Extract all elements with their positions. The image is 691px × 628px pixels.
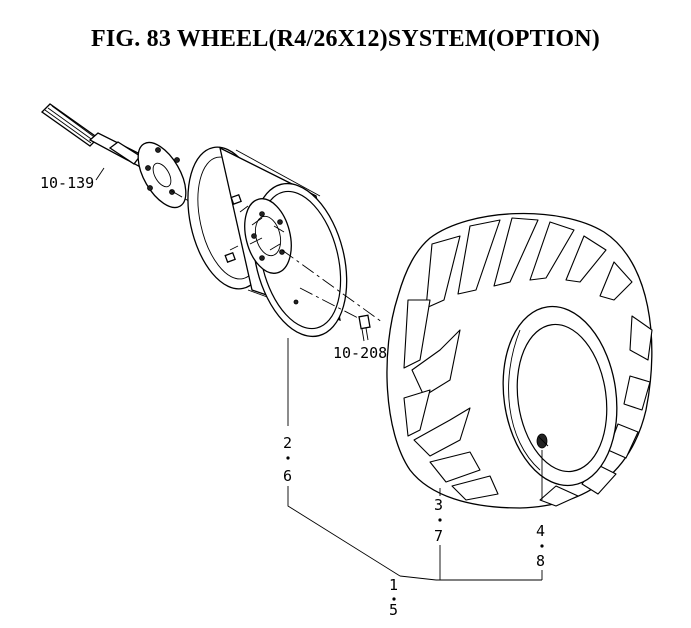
- axle-leader-line: [95, 167, 105, 181]
- axle-shaft: [40, 103, 253, 239]
- callout-leader-lines: [287, 338, 543, 581]
- callout-assembly-1: 1: [389, 576, 398, 594]
- wheel-rim: [187, 146, 383, 338]
- callout-valve-4: 4: [536, 522, 545, 540]
- figure-title: FIG. 83 WHEEL(R4/26X12)SYSTEM(OPTION): [91, 26, 600, 52]
- callout-assembly-5: 5: [389, 601, 398, 619]
- callout-10-208: 10-208: [333, 344, 387, 362]
- callout-10-139: 10-139: [40, 174, 94, 192]
- callout-rim-2: 2: [283, 434, 292, 452]
- callout-tire-7: 7: [434, 527, 443, 545]
- valve-stem: [536, 433, 549, 449]
- callout-valve-8: 8: [536, 552, 545, 570]
- wheel-bolt: [358, 314, 371, 342]
- tire: [386, 212, 653, 509]
- callout-rim-6: 6: [283, 467, 292, 485]
- callout-tire-3: 3: [434, 496, 443, 514]
